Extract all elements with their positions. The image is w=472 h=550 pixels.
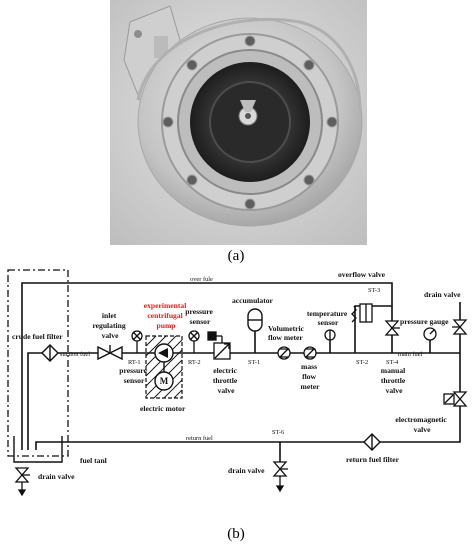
label-manual-throttle-valve: manual throttle valve <box>381 366 407 395</box>
svg-text:M: M <box>160 376 169 386</box>
label-temp-line-1: temperature <box>307 309 348 318</box>
label-ps-lower-line-1: pressure <box>119 366 147 375</box>
label-mtv-line-3: valve <box>386 386 404 395</box>
label-mass-flow-meter: mass flow meter <box>301 362 321 391</box>
label-vol-line-2: flow meter <box>268 333 303 342</box>
label-st1: ST-1 <box>248 359 260 366</box>
label-st2: ST-2 <box>356 359 368 366</box>
caption-b: (b) <box>227 526 245 542</box>
label-pressure-gauge: pressure gauge <box>400 317 449 326</box>
centrifugal-pump-motor-icon: M <box>145 335 183 399</box>
drain-valve-bottom-icon <box>14 467 30 497</box>
manual-throttle-valve-icon <box>384 320 400 336</box>
label-electric-motor: electric motor <box>140 404 186 413</box>
fuel-system-schematic: M <box>7 269 468 497</box>
pressure-gauge-icon <box>423 327 437 341</box>
label-st3: ST-3 <box>368 287 380 294</box>
label-pump-line-2: centrifugal <box>147 311 182 320</box>
fuel-tank-enclosure <box>7 269 69 457</box>
label-inlet-line-2: regulating <box>92 321 125 330</box>
label-drain-valve-top: drain valve <box>424 290 461 299</box>
label-mass-line-2: flow <box>302 372 316 381</box>
label-emv-line-2: valve <box>414 425 432 434</box>
label-main-fuel: main fuel <box>398 351 423 358</box>
volumetric-flow-meter-icon <box>277 346 291 360</box>
mass-flow-meter-icon <box>303 346 317 360</box>
label-ps-lower-line-2: sensor <box>124 376 145 385</box>
label-temperature-sensor: temperature sensor <box>307 309 349 327</box>
label-ps-upper-line-1: pressure <box>185 307 213 316</box>
label-etv-line-3: valve <box>218 386 236 395</box>
label-ps-upper-line-2: sensor <box>190 317 211 326</box>
crude-fuel-filter-icon <box>41 344 59 362</box>
label-st6: ST-6 <box>272 429 284 436</box>
label-inlet-regulating-valve: inlet regulating valve <box>92 311 127 340</box>
label-return-fuel-filter: return fuel filter <box>346 455 400 464</box>
label-st4: ST-4 <box>386 359 399 366</box>
return-fuel-filter-icon <box>363 433 381 451</box>
label-mass-line-1: mass <box>301 362 317 371</box>
label-pump-line-1: experimental <box>144 301 187 310</box>
electromagnetic-valve-icon <box>443 391 468 407</box>
temperature-sensor-icon <box>324 329 336 341</box>
label-vol-line-1: Volumetric <box>268 324 305 333</box>
label-drain-valve-bottom: drain valve <box>38 472 75 481</box>
accumulator-icon <box>247 308 263 332</box>
label-pressure-sensor-upper: pressure sensor <box>185 307 214 326</box>
pressure-sensor-rt2-icon <box>188 330 200 353</box>
label-mtv-line-2: throttle <box>381 376 406 385</box>
label-inlet-line-3: valve <box>102 331 120 340</box>
label-rt1: RT-1 <box>128 359 141 366</box>
label-electromagnetic-valve: electromagnetic valve <box>395 415 448 434</box>
electric-throttle-valve-icon <box>207 331 231 360</box>
label-pump-line-3: pump <box>157 321 176 330</box>
label-volumetric-flow-meter: Volumetric flow meter <box>268 324 306 342</box>
inlet-regulating-valve-icon <box>97 345 123 361</box>
label-pressure-sensor-lower: pressure sensor <box>119 366 148 385</box>
label-fuel-tank: fuel tanl <box>80 456 107 465</box>
label-mass-line-3: meter <box>301 382 321 391</box>
label-accumulator: accumulator <box>232 296 274 305</box>
label-return-fuel: return fuel <box>186 435 213 442</box>
label-rt2: RT-2 <box>188 359 201 366</box>
pump-housing-photo <box>110 0 367 245</box>
label-etv-line-1: electric <box>213 366 237 375</box>
pressure-sensor-rt1-icon <box>131 330 143 353</box>
label-inlet-line-1: inlet <box>102 311 117 320</box>
label-suction-fuel: suction fuel <box>60 351 90 358</box>
drain-valve-mid-icon <box>272 461 288 493</box>
label-etv-line-2: throttle <box>213 376 238 385</box>
drain-valve-top-icon <box>452 319 468 335</box>
label-overflow-valve: overflow valve <box>338 270 386 279</box>
label-over-fule: over fule <box>190 276 213 283</box>
label-electric-throttle-valve: electric throttle valve <box>213 366 239 395</box>
overflow-valve-icon <box>351 303 373 323</box>
label-emv-line-1: electromagnetic <box>395 415 447 424</box>
label-mtv-line-1: manual <box>381 366 405 375</box>
label-crude-fuel-filter: crude fuel filter <box>12 332 63 341</box>
caption-a: (a) <box>227 248 245 264</box>
label-experimental-pump: experimental centrifugal pump <box>144 301 189 330</box>
label-temp-line-2: sensor <box>318 318 339 327</box>
label-drain-valve-mid: drain valve <box>228 466 265 475</box>
